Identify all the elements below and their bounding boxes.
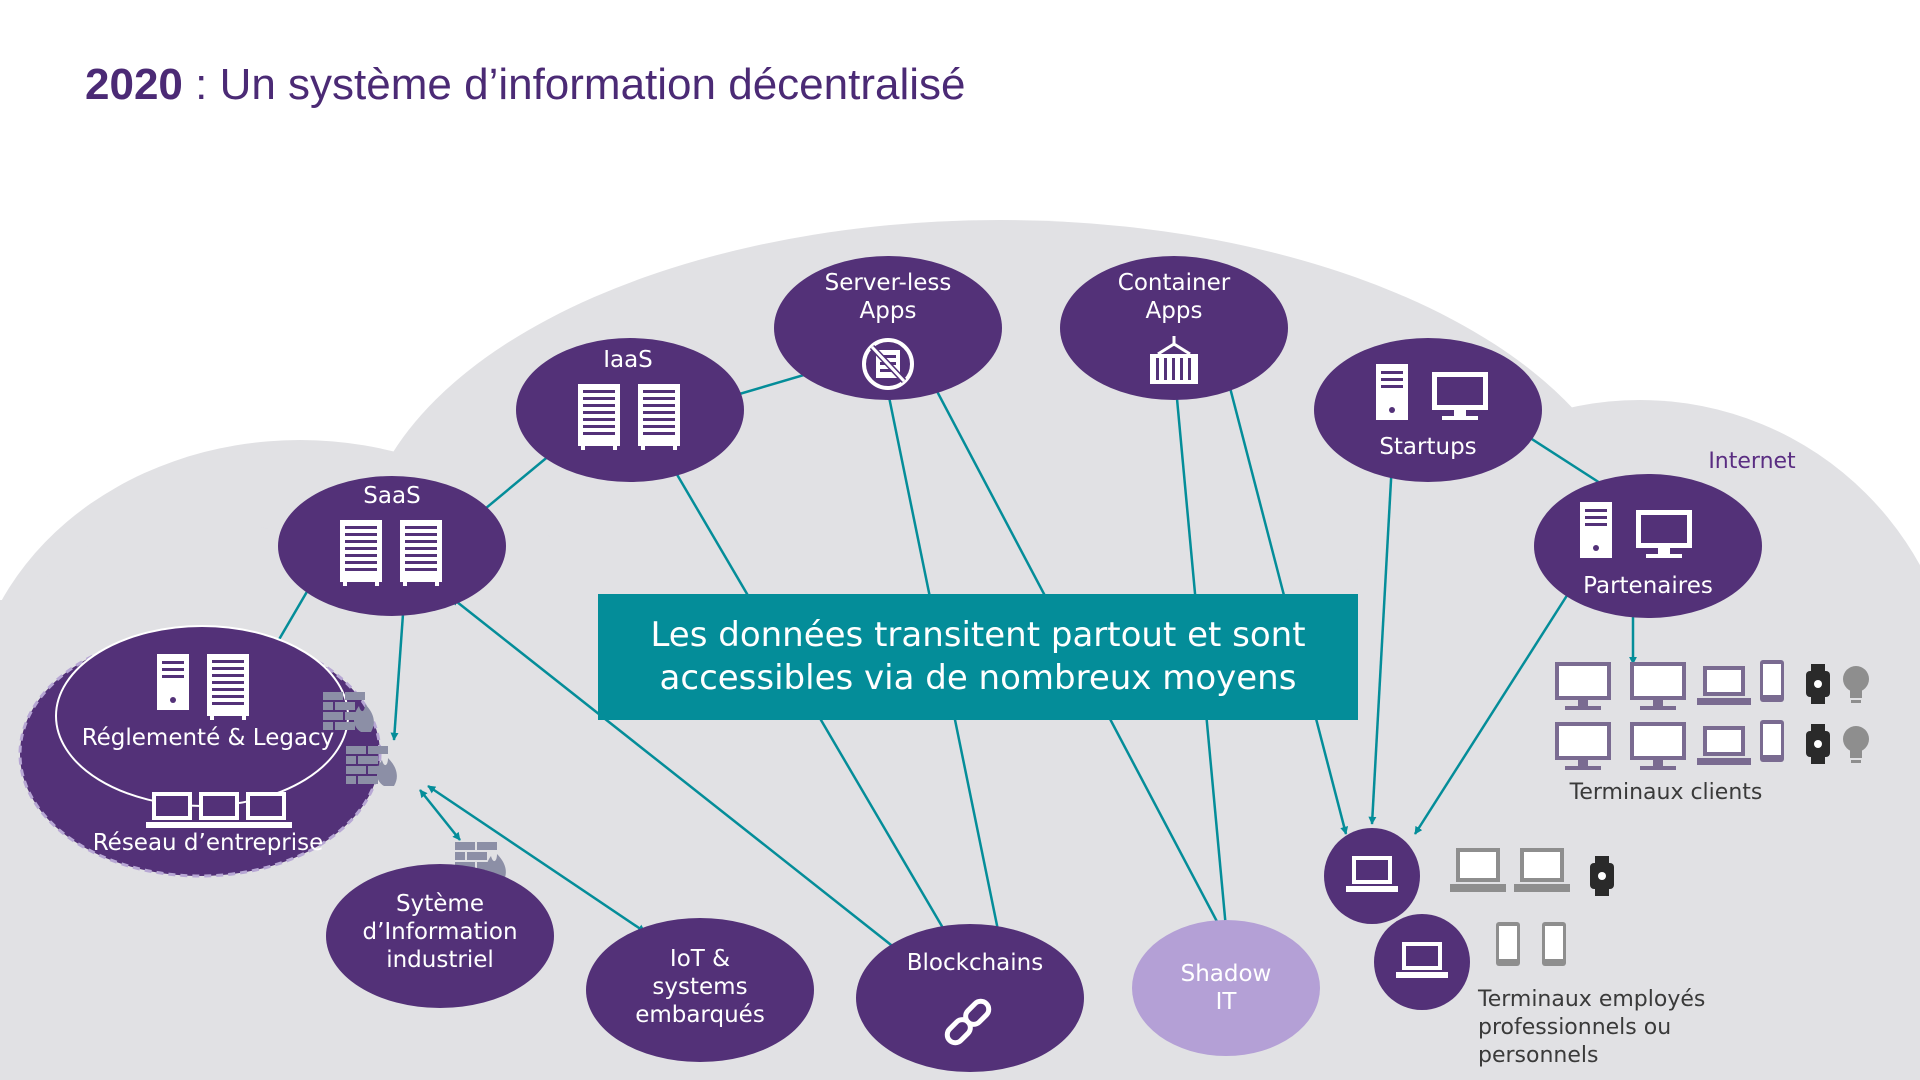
reseau-entreprise-node: Réglementé & Legacy Réseau d’entreprise [18, 625, 382, 878]
arrow-startups-laptop [1368, 461, 1396, 825]
partenaires-node: Partenaires [1534, 474, 1762, 618]
blockchains-node: Blockchains [856, 924, 1084, 1072]
iot-label-line1: IoT & [670, 946, 730, 972]
saas-label: SaaS [363, 483, 420, 509]
industriel-label-line1: Sytème [396, 891, 484, 917]
shadow-it-node: Shadow IT [1132, 920, 1320, 1056]
title-text: Un système d’information décentralisé [219, 60, 966, 109]
industriel-node: Sytème d’Information industriel [326, 864, 554, 1008]
internet-label: Internet [1708, 449, 1796, 474]
employee-laptop-node-bottom [1374, 914, 1470, 1010]
serverless-apps-node: Server-less Apps [774, 256, 1002, 400]
laptop-icon [240, 792, 292, 828]
desktop-icon [193, 792, 245, 828]
container-label-line1: Container [1118, 270, 1231, 296]
smartphone-icon [1760, 660, 1784, 702]
container-label-line2: Apps [1146, 298, 1203, 324]
partenaires-label: Partenaires [1583, 573, 1713, 599]
laptop-icon [1396, 942, 1448, 978]
arrow-partenaires-laptop [1413, 585, 1575, 835]
reglemente-label: Réglementé & Legacy [82, 725, 335, 751]
arrow-saas-firewall [390, 599, 408, 741]
laptop-icon [1697, 726, 1751, 765]
container-apps-node: Container Apps [1060, 256, 1288, 400]
iaas-label: IaaS [603, 347, 653, 373]
server-rack-icon [400, 520, 442, 586]
iot-node: IoT & systems embarqués [586, 918, 814, 1062]
laptop-icon [1450, 848, 1506, 892]
tower-server-icon [1376, 364, 1408, 420]
banner-line2: accessibles via de nombreux moyens [659, 658, 1297, 698]
laptop-icon [1697, 666, 1751, 705]
laptop-icon [1346, 856, 1398, 892]
banner-line1: Les données transitent partout et sont [650, 615, 1306, 655]
smartphone-icon [1760, 720, 1784, 762]
shadow-label-line1: Shadow [1181, 961, 1272, 987]
central-message-banner: Les données transitent partout et sont a… [598, 594, 1358, 720]
laptop-icon [1514, 848, 1570, 892]
startups-node: Startups [1314, 338, 1542, 482]
server-rack-icon [207, 654, 249, 720]
terminaux-employes-group: Terminaux employés professionnels ou per… [1450, 848, 1705, 1068]
tower-server-icon [1580, 502, 1612, 558]
terminaux-clients-group: Terminaux clients [1555, 660, 1869, 805]
title-separator: : [182, 60, 220, 109]
tower-server-icon [157, 654, 189, 710]
industriel-label-line3: industriel [386, 947, 494, 973]
title-year: 2020 [85, 60, 183, 109]
blockchains-label: Blockchains [907, 950, 1043, 976]
server-rack-icon [638, 384, 680, 450]
page-title: 2020 : Un système d’information décentra… [85, 60, 965, 110]
iot-label-line2: systems [652, 974, 747, 1000]
iaas-node: IaaS [516, 338, 744, 482]
smartphone-icon [1496, 922, 1520, 966]
terminaux-employes-line3: personnels [1478, 1043, 1598, 1068]
server-rack-icon [578, 384, 620, 450]
industriel-label-line2: d’Information [362, 919, 517, 945]
container-icon [1150, 336, 1198, 384]
iot-label-line3: embarqués [635, 1002, 765, 1028]
shadow-label-line2: IT [1216, 989, 1238, 1015]
saas-node: SaaS [278, 476, 506, 616]
serverless-label-line1: Server-less [825, 270, 952, 296]
serverless-label-line2: Apps [860, 298, 917, 324]
terminaux-employes-line1: Terminaux employés [1477, 987, 1705, 1012]
desktop-icon [146, 792, 198, 828]
smartphone-icon [1542, 922, 1566, 966]
server-rack-icon [340, 520, 382, 586]
reseau-label: Réseau d’entreprise [93, 830, 324, 856]
no-server-icon [862, 338, 914, 390]
startups-label: Startups [1379, 434, 1476, 460]
employee-laptop-node-top [1324, 828, 1420, 924]
terminaux-clients-label: Terminaux clients [1569, 780, 1763, 805]
terminaux-employes-line2: professionnels ou [1478, 1015, 1671, 1040]
